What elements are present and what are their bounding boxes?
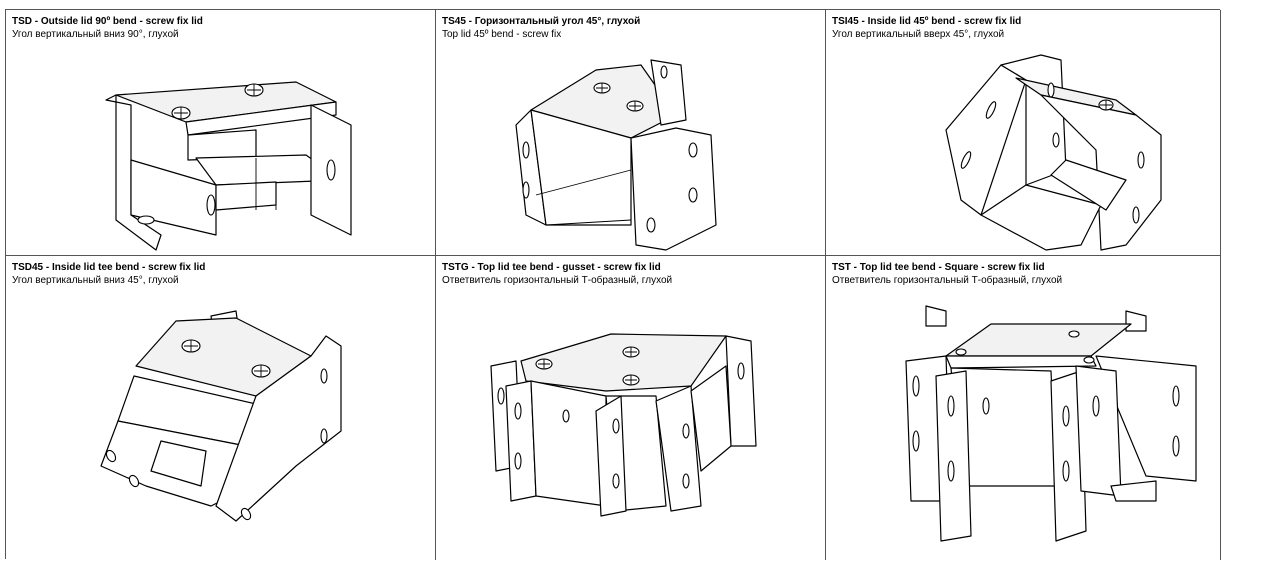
cell-title: TSD45 - Inside lid tee bend - screw fix …: [12, 262, 206, 273]
ts45-drawing: [515, 59, 717, 251]
cell-title: TS45 - Горизонтальный угол 45°, глухой: [442, 16, 641, 27]
cell-tst: TST - Top lid tee bend - Square - screw …: [826, 256, 1221, 560]
cell-tsd45: TSD45 - Inside lid tee bend - screw fix …: [6, 256, 436, 560]
cell-subtitle: Угол вертикальный вниз 45°, глухой: [12, 275, 179, 286]
cell-subtitle: Угол вертикальный вниз 90°, глухой: [12, 29, 179, 40]
cell-title: TSI45 - Inside lid 45º bend - screw fix …: [832, 16, 1022, 27]
cell-subtitle: Top lid 45º bend - screw fix: [442, 29, 562, 40]
tsd45-drawing: [100, 310, 342, 522]
tstg-drawing: [490, 333, 757, 517]
tst-drawing: [905, 305, 1197, 542]
tsd-drawing: [105, 81, 352, 251]
cell-tsd: TSD - Outside lid 90º bend - screw fix l…: [6, 10, 436, 256]
cell-tstg: TSTG - Top lid tee bend - gusset - screw…: [436, 256, 826, 560]
cell-subtitle: Ответвитель горизонтальный Т-образный, г…: [832, 275, 1063, 286]
cell-title: TSTG - Top lid tee bend - gusset - screw…: [442, 262, 661, 273]
cell-subtitle: Угол вертикальный вверх 45°, глухой: [832, 29, 1005, 40]
cell-tsi45: TSI45 - Inside lid 45º bend - screw fix …: [826, 10, 1221, 256]
cell-title: TSD - Outside lid 90º bend - screw fix l…: [12, 16, 203, 27]
cell-title: TST - Top lid tee bend - Square - screw …: [832, 262, 1045, 273]
tsi45-drawing: [945, 54, 1162, 251]
cell-subtitle: Ответвитель горизонтальный Т-образный, г…: [442, 275, 673, 286]
product-grid: TSD - Outside lid 90º bend - screw fix l…: [5, 9, 1221, 560]
cell-ts45: TS45 - Горизонтальный угол 45°, глухой T…: [436, 10, 826, 256]
